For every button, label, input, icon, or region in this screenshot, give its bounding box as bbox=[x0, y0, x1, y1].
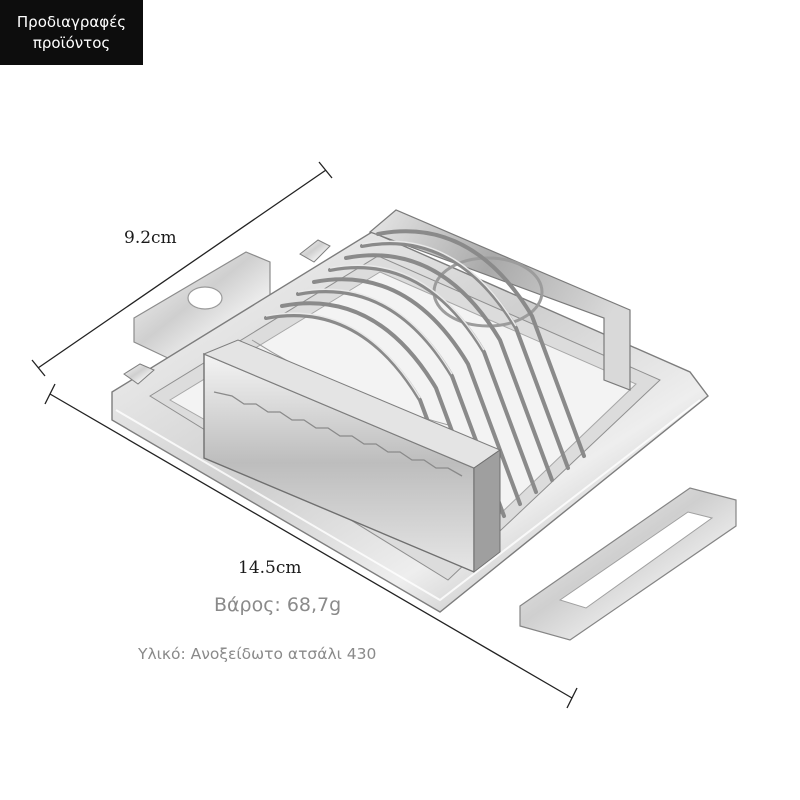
tray-rim-highlight bbox=[115, 399, 701, 602]
material-spec: Υλικό: Ανοξείδωτο ατσάλι 430 bbox=[138, 645, 377, 663]
dimension-length-label: 14.5cm bbox=[238, 558, 302, 578]
spec-tag-line-1: Προδιαγραφές bbox=[16, 12, 127, 31]
dimension-width-label: 9.2cm bbox=[124, 228, 177, 248]
back-wall bbox=[368, 209, 631, 391]
right-handle bbox=[519, 487, 737, 641]
spec-tag: Προδιαγραφές προϊόντος bbox=[0, 0, 143, 65]
dimension-line-length bbox=[44, 383, 578, 709]
dimension-line-width bbox=[31, 161, 333, 377]
weight-spec: Βάρος: 68,7g bbox=[214, 594, 342, 616]
wire-lid bbox=[123, 229, 586, 542]
spec-tag-line-2: προϊόντος bbox=[32, 33, 111, 52]
front-wall bbox=[202, 339, 502, 574]
